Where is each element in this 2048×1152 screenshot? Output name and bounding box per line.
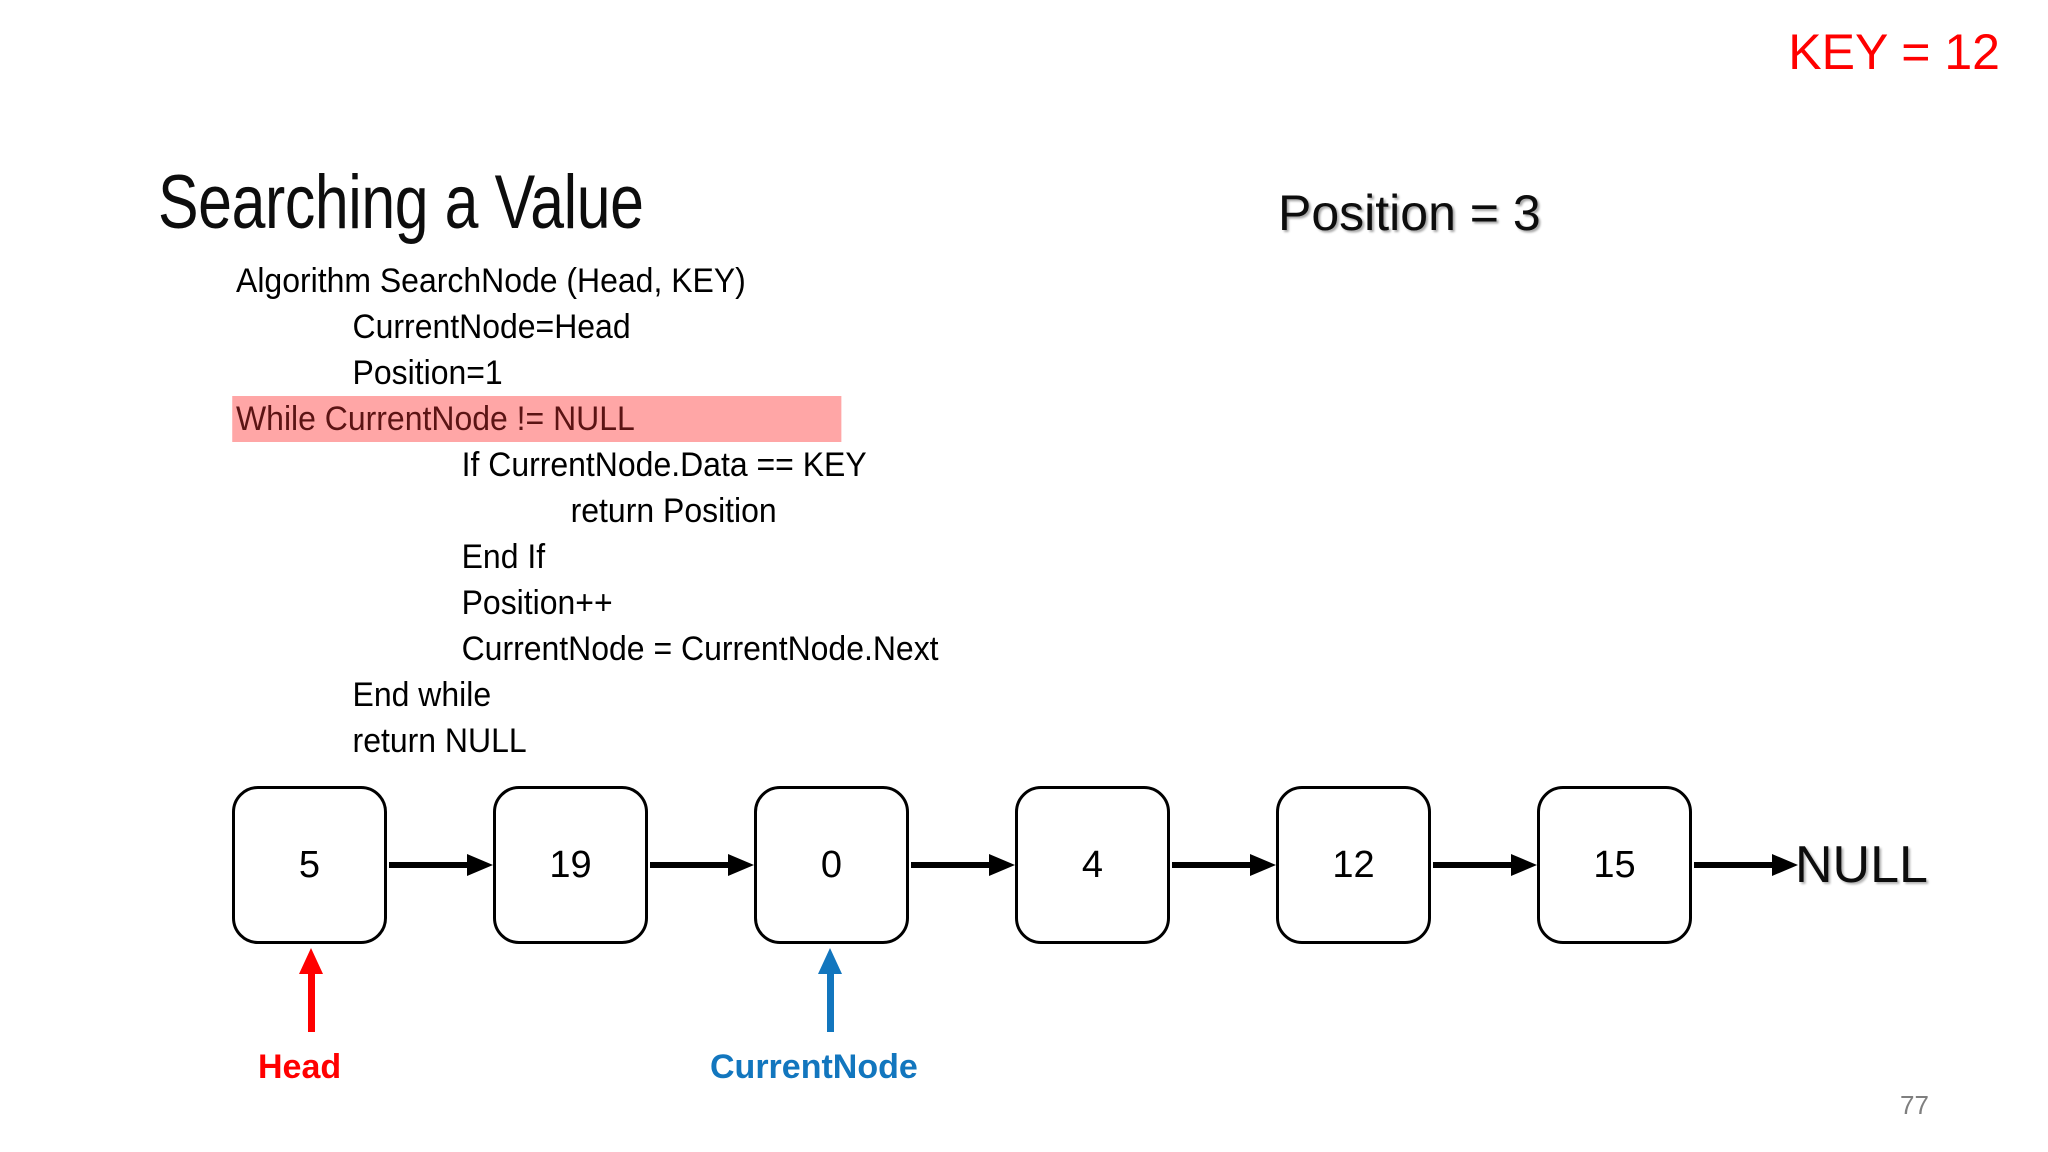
code-line-2: Position=1 [352, 354, 503, 392]
list-node: 12 [1276, 786, 1431, 944]
code-line-0: Algorithm SearchNode (Head, KEY) [236, 262, 746, 300]
head-pointer-label: Head [258, 1048, 342, 1086]
code-line-6: End If [461, 538, 546, 576]
page-title: Searching a Value [158, 159, 644, 245]
node-value: 0 [820, 843, 843, 886]
currentnode-pointer-arrow-icon [818, 948, 842, 1038]
code-line-1: CurrentNode=Head [352, 308, 631, 346]
list-node: 19 [493, 786, 648, 944]
code-line-9: End while [352, 676, 492, 714]
position-value-label: Position = 3 [1278, 185, 1541, 241]
link-arrow-icon [1433, 854, 1537, 876]
code-line-4: If CurrentNode.Data == KEY [461, 446, 867, 484]
link-arrow-icon [389, 854, 493, 876]
code-line-5: return Position [570, 492, 777, 530]
node-value: 5 [298, 843, 321, 886]
algorithm-pseudocode-block: Algorithm SearchNode (Head, KEY) Current… [232, 258, 1364, 764]
list-node: 5 [232, 786, 387, 944]
list-node: 0 [754, 786, 909, 944]
list-node: 15 [1537, 786, 1692, 944]
link-arrow-icon [911, 854, 1015, 876]
null-terminator-label: NULL [1795, 836, 1928, 894]
link-arrow-icon [1172, 854, 1276, 876]
code-line-3-highlighted: While CurrentNode != NULL [232, 396, 842, 442]
node-value: 4 [1081, 843, 1104, 886]
node-value: 19 [549, 843, 592, 886]
link-arrow-icon [650, 854, 754, 876]
node-value: 15 [1593, 843, 1636, 886]
code-line-10: return NULL [352, 722, 527, 760]
key-value-label: KEY = 12 [1788, 24, 2000, 80]
head-pointer-arrow-icon [299, 948, 323, 1038]
code-line-8: CurrentNode = CurrentNode.Next [461, 630, 939, 668]
list-node: 4 [1015, 786, 1170, 944]
slide-number: 77 [1900, 1090, 1929, 1120]
currentnode-pointer-label: CurrentNode [710, 1048, 918, 1086]
link-arrow-icon [1694, 854, 1798, 876]
node-value: 12 [1332, 843, 1375, 886]
code-line-7: Position++ [461, 584, 613, 622]
